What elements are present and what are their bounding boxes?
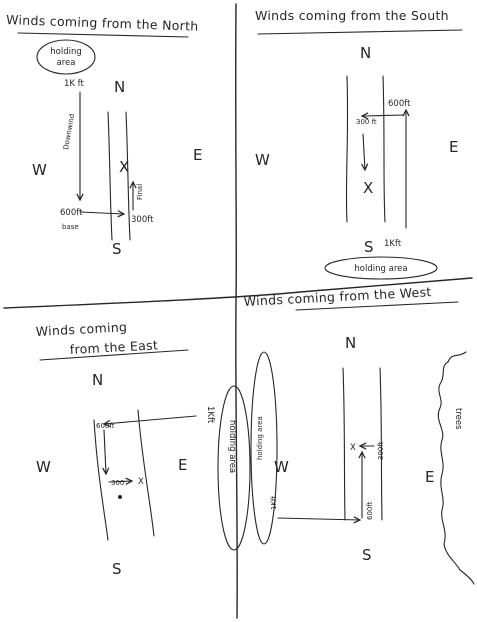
east-title-underline <box>39 349 189 361</box>
east-compass-n: N <box>92 371 103 389</box>
north-touchdown-x: X <box>119 158 129 176</box>
east-runway-right <box>137 409 155 537</box>
north-300-label: 300ft <box>131 215 154 225</box>
west-runway-left <box>342 367 346 521</box>
east-final-arrow <box>108 481 132 482</box>
north-compass-e: E <box>193 146 202 164</box>
quadrant-south: Winds coming from the South 600ft 300 ft… <box>255 8 463 280</box>
south-compass-n: N <box>360 44 371 62</box>
south-title: Winds coming from the South <box>255 8 449 23</box>
south-holding-area-oval <box>324 256 438 280</box>
north-title: Winds coming from the North <box>6 12 199 34</box>
south-holding-label: holding area <box>354 264 407 274</box>
west-compass-w: W <box>274 458 289 476</box>
north-base-label: base <box>62 223 79 231</box>
west-compass-n: N <box>345 334 356 352</box>
west-holding-label: holding area <box>256 416 264 460</box>
west-1k-label: 1Kft <box>270 496 278 510</box>
north-runway-right <box>125 111 131 241</box>
north-holding-label-2: area <box>57 58 76 68</box>
north-600-label: 600ft <box>60 208 83 218</box>
north-compass-n: N <box>114 78 125 96</box>
north-holding-label: holding <box>50 47 82 57</box>
quadrant-north: Winds coming from the North holding area… <box>6 12 203 258</box>
north-title-underline <box>17 32 189 38</box>
south-compass-w: W <box>255 151 270 169</box>
east-touchdown-x: X <box>138 477 144 487</box>
east-compass-e: E <box>178 456 187 474</box>
south-final-arrow <box>363 133 365 170</box>
west-600-label: 600ft <box>366 501 374 520</box>
south-runway-right <box>382 75 386 223</box>
south-compass-s: S <box>364 238 374 256</box>
south-1k-label: 1Kft <box>384 239 402 249</box>
west-compass-s: S <box>362 546 372 564</box>
north-downwind-label: Downwind <box>62 113 76 150</box>
east-300-label: 300 <box>111 479 124 487</box>
east-downwind-arrow <box>104 415 197 424</box>
east-600-label: 600ft <box>96 422 115 430</box>
south-title-underline <box>257 29 463 35</box>
west-trees-label: trees <box>453 408 463 430</box>
horizontal-divider <box>3 277 473 309</box>
north-base-arrow <box>79 212 124 214</box>
north-holding-area-oval <box>36 39 96 75</box>
west-touchdown-x: X <box>350 443 356 453</box>
north-compass-w: W <box>32 161 47 179</box>
vertical-divider <box>235 3 238 619</box>
east-point-marker <box>118 495 122 499</box>
west-downwind-arrow <box>277 518 360 520</box>
south-300-label: 300 ft <box>356 118 377 126</box>
east-base-arrow <box>104 429 106 474</box>
west-runway-right <box>379 367 383 521</box>
north-runway-left <box>107 111 113 241</box>
north-compass-s: S <box>112 240 122 258</box>
south-base-arrow <box>362 115 405 116</box>
west-title: Winds coming from the West <box>243 284 432 309</box>
quadrant-west: Winds coming from the West holding area … <box>243 284 475 585</box>
quadrant-east: Winds coming from the East 600ft 300 X 1… <box>35 319 251 578</box>
west-holding-area-oval <box>250 351 278 545</box>
east-holding-area-oval <box>217 385 251 551</box>
east-title-line-1: Winds coming <box>35 319 127 339</box>
east-compass-s: S <box>112 560 122 578</box>
south-compass-e: E <box>449 138 458 156</box>
south-runway-left <box>345 75 349 223</box>
west-compass-e: E <box>425 468 434 486</box>
south-touchdown-x: X <box>363 179 373 197</box>
north-final-label: Final <box>136 184 144 200</box>
east-runway-left <box>93 419 109 541</box>
east-holding-label: holding area <box>227 420 237 473</box>
east-title-line-2: from the East <box>69 337 158 357</box>
north-1k-label: 1K ft <box>64 79 85 89</box>
west-tree-line <box>437 351 475 585</box>
south-600-label: 600ft <box>388 99 411 109</box>
east-1k-label: 1Kft <box>205 406 215 424</box>
west-title-underline <box>295 301 459 311</box>
east-compass-w: W <box>36 458 51 476</box>
